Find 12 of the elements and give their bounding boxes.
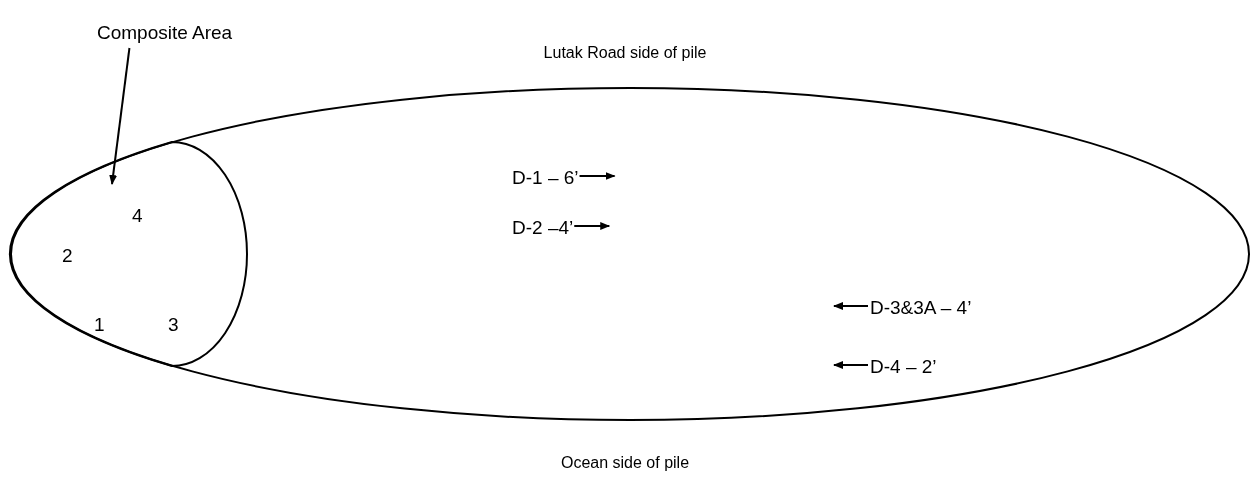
side-label: Lutak Road side of pile <box>543 43 707 63</box>
callout-number: 4 <box>132 205 143 227</box>
leader-line <box>109 47 131 185</box>
callout-number: 2 <box>62 245 73 267</box>
callout-number: 1 <box>94 314 105 336</box>
callout-label: Composite Area <box>97 22 233 44</box>
callout-number: 3 <box>168 314 179 336</box>
depth-label: D-4 – 2’ <box>870 356 937 378</box>
depth-label: D-3&3A – 4’ <box>870 297 972 319</box>
depth-label: D-2 –4’ <box>512 217 574 239</box>
side-label: Ocean side of pile <box>560 453 690 473</box>
depth-label: D-1 – 6’ <box>512 167 579 189</box>
